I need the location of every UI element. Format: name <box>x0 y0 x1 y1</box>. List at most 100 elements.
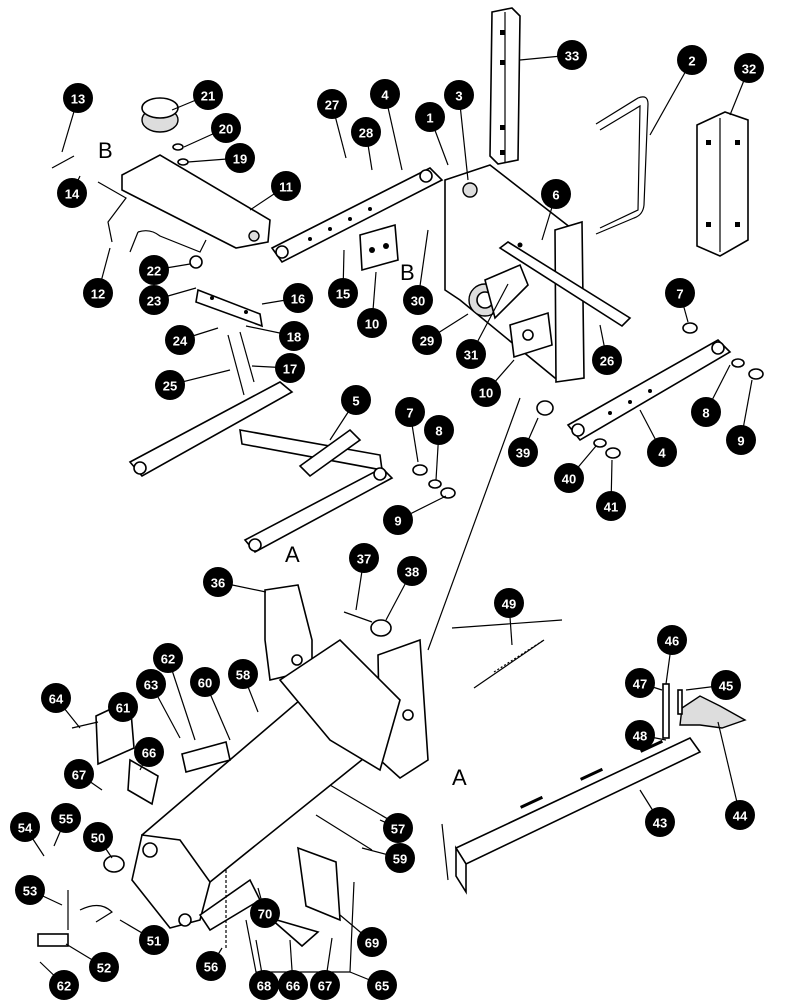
callout-leader <box>717 721 741 816</box>
callout-2: 2 <box>649 45 707 136</box>
callout-circle <box>711 670 741 700</box>
callout-label: 55 <box>59 812 73 827</box>
callout-20: 20 <box>183 113 241 148</box>
callout-30: 30 <box>403 229 433 315</box>
callout-label: 62 <box>57 979 71 994</box>
callout-circle <box>508 437 538 467</box>
callout-22: 22 <box>139 255 191 285</box>
callout-label: 32 <box>742 62 756 77</box>
callout-13: 13 <box>61 83 93 153</box>
knob-21 <box>141 97 179 133</box>
plate-10a <box>359 223 399 272</box>
callout-6: 6 <box>541 179 571 241</box>
callout-label: 54 <box>18 821 33 836</box>
callout-circle <box>139 285 169 315</box>
callout-circle <box>249 970 279 1000</box>
callout-41: 41 <box>596 459 626 521</box>
callout-label: 69 <box>365 936 379 951</box>
callout-59: 59 <box>361 843 415 873</box>
callout-49: 49 <box>494 588 524 646</box>
callout-circle <box>10 812 40 842</box>
callout-circle <box>677 45 707 75</box>
callout-label: 21 <box>201 89 215 104</box>
callout-circle <box>83 822 113 852</box>
callout-circle <box>665 278 695 308</box>
callout-70: 70 <box>250 887 280 928</box>
spacer-39 <box>536 400 554 416</box>
callout-label: 68 <box>257 979 271 994</box>
callout-circle <box>278 970 308 1000</box>
callout-32: 32 <box>729 53 764 116</box>
callout-19: 19 <box>187 143 255 173</box>
washer-40 <box>593 438 607 448</box>
callout-circle <box>57 178 87 208</box>
callout-circle <box>734 53 764 83</box>
callout-label: 10 <box>479 386 493 401</box>
callout-37: 37 <box>349 543 379 611</box>
callout-circle <box>351 117 381 147</box>
callout-circle <box>83 278 113 308</box>
callout-15: 15 <box>328 249 358 308</box>
callout-circle <box>153 643 183 673</box>
callout-label: 39 <box>516 446 530 461</box>
callout-21: 21 <box>171 80 223 111</box>
callout-circle <box>275 353 305 383</box>
callout-label: 29 <box>420 334 434 349</box>
frame-5 <box>128 381 394 554</box>
callout-26: 26 <box>592 324 622 375</box>
callout-circle <box>596 491 626 521</box>
callout-33: 33 <box>519 40 587 70</box>
callout-circle <box>228 659 258 689</box>
callout-11: 11 <box>249 171 301 211</box>
callout-14: 14 <box>57 175 87 208</box>
callout-circle <box>108 692 138 722</box>
callout-24: 24 <box>165 325 219 355</box>
callout-circle <box>541 179 571 209</box>
callout-23: 23 <box>139 285 197 315</box>
callout-label: 38 <box>405 565 419 580</box>
nut-19 <box>177 158 189 166</box>
callout-label: 13 <box>71 92 85 107</box>
callout-label: 59 <box>393 852 407 867</box>
rail-43 <box>454 736 702 895</box>
callout-27: 27 <box>317 89 347 159</box>
bolt-37 <box>343 611 373 623</box>
callout-circle <box>370 79 400 109</box>
callout-label: 1 <box>426 111 433 126</box>
callout-label: 19 <box>233 152 247 167</box>
base-frame <box>131 638 401 932</box>
link-4-right <box>566 339 732 442</box>
callout-label: 10 <box>365 317 379 332</box>
callout-circle <box>134 737 164 767</box>
callout-label: 4 <box>658 446 666 461</box>
callout-label: 16 <box>291 292 305 307</box>
callout-circle <box>397 556 427 586</box>
callout-66: 66 <box>278 939 308 1000</box>
callout-label: 49 <box>502 597 516 612</box>
callout-16: 16 <box>261 283 313 313</box>
callout-label: 46 <box>665 634 679 649</box>
callout-circle <box>494 588 524 618</box>
callout-36: 36 <box>203 567 267 597</box>
sprocket-29 <box>468 263 529 320</box>
callout-label: 44 <box>733 809 748 824</box>
callout-label: 20 <box>219 122 233 137</box>
callout-label: 8 <box>702 406 709 421</box>
callout-label: 56 <box>204 960 218 975</box>
callout-label: 65 <box>375 979 389 994</box>
callout-circle <box>383 813 413 843</box>
callout-circle <box>155 370 185 400</box>
plate-65 <box>297 846 341 922</box>
callout-label: 7 <box>676 287 683 302</box>
callout-5: 5 <box>329 385 371 441</box>
callout-38: 38 <box>385 556 427 621</box>
callout-label: 41 <box>604 500 618 515</box>
callout-label: 51 <box>147 934 161 949</box>
callout-circle <box>444 80 474 110</box>
callout-43: 43 <box>639 789 675 837</box>
exploded-parts <box>37 7 764 973</box>
callout-1: 1 <box>415 102 449 166</box>
bolt-59 <box>315 814 373 851</box>
callout-circle <box>211 113 241 143</box>
